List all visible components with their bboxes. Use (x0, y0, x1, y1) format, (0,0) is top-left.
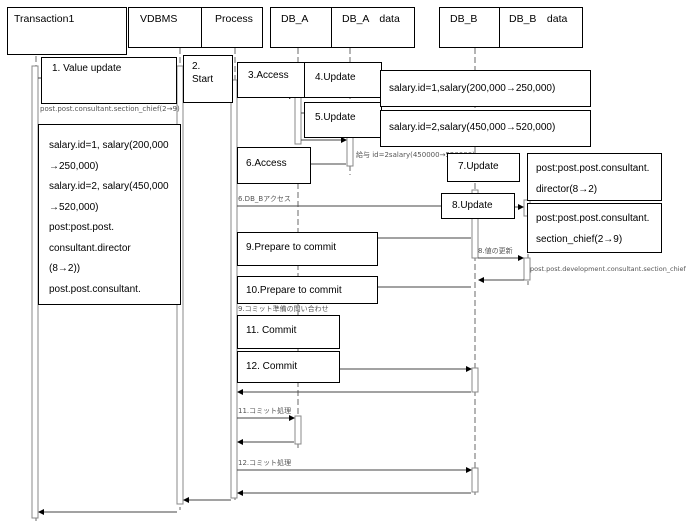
step-10-prepare-to-commit: 10.Prepare to commit (237, 276, 378, 304)
step-8-update: 8.Update (441, 193, 515, 219)
note-transaction-detail-line-8: post.post.consultant. (49, 283, 141, 295)
step-4-update: 4.Update (304, 62, 382, 98)
step-7-update: 7.Update (447, 153, 520, 182)
step-5-update: 5.Update (304, 102, 382, 138)
note-transaction-detail-line-5: post:post.post. (49, 222, 115, 233)
faint-label-prepare: 9.コミット準備の問い合わせ (238, 305, 329, 313)
note-db-b-update-7: post:post.post.consultant. director(8→2) (527, 153, 662, 201)
note-transaction-detail-line-3: salary.id=2, salary(450,000 (49, 181, 169, 192)
header-process: Process (201, 7, 263, 48)
faint-label-salary: 給与 id=2salary(450000→520000) (356, 151, 475, 159)
note-db-b-update-8: post:post.post.consultant. section_chief… (527, 203, 662, 253)
note-transaction-detail-line-6: consultant.director (49, 242, 131, 254)
header-vdbms: VDBMS (128, 7, 202, 48)
header-db-b: DB_B (439, 7, 500, 48)
note-salary-update-1: salary.id=1,salary(200,000→250,000) (380, 70, 591, 107)
note-transaction-detail-line-4: →520,000) (49, 201, 99, 213)
header-db-a: DB_A (270, 7, 332, 48)
note-db-b-update-7-line-1: post:post.post.consultant. (536, 163, 650, 174)
step-1-value-update: 1. Value update (41, 57, 177, 104)
note-salary-update-2: salary.id=2,salary(450,000→520,000) (380, 110, 591, 147)
step-3-access: 3.Access (237, 62, 309, 98)
step-11-commit: 11. Commit (237, 315, 340, 349)
step-9-prepare-to-commit: 9.Prepare to commit (237, 232, 378, 266)
faint-label-development: post.post.development.consultant.section… (530, 265, 686, 273)
faint-label-commit-12: 12.コミット処理 (238, 459, 292, 467)
step-2-start: 2. Start (183, 55, 233, 103)
note-transaction-detail-line-7: (8→2)) (49, 263, 81, 274)
faint-label-commit-11: 11.コミット処理 (238, 407, 292, 415)
note-db-b-update-7-line-2: director(8→2) (536, 183, 598, 195)
faint-label-update: 8.値の更新 (478, 247, 513, 255)
header-transaction1: Transaction1 (7, 7, 127, 55)
header-db-b-data: DB_B data (499, 7, 583, 48)
note-transaction-detail-line-2: →250,000) (49, 160, 99, 172)
header-db-a-data: DB_A data (331, 7, 415, 48)
note-db-b-update-8-line-2: section_chief(2→9) (536, 233, 623, 245)
faint-label-section-chief: post.post.consultant.section_chief(2→9) (40, 105, 180, 113)
note-transaction-detail-line-1: salary.id=1, salary(200,000 (49, 140, 169, 151)
faint-label-db-b-access: 6.DB_Bアクセス (238, 195, 291, 203)
step-6-access: 6.Access (237, 147, 311, 184)
step-12-commit: 12. Commit (237, 351, 340, 383)
note-transaction-detail: salary.id=1, salary(200,000 →250,000) sa… (38, 124, 181, 305)
note-db-b-update-8-line-1: post:post.post.consultant. (536, 213, 650, 224)
